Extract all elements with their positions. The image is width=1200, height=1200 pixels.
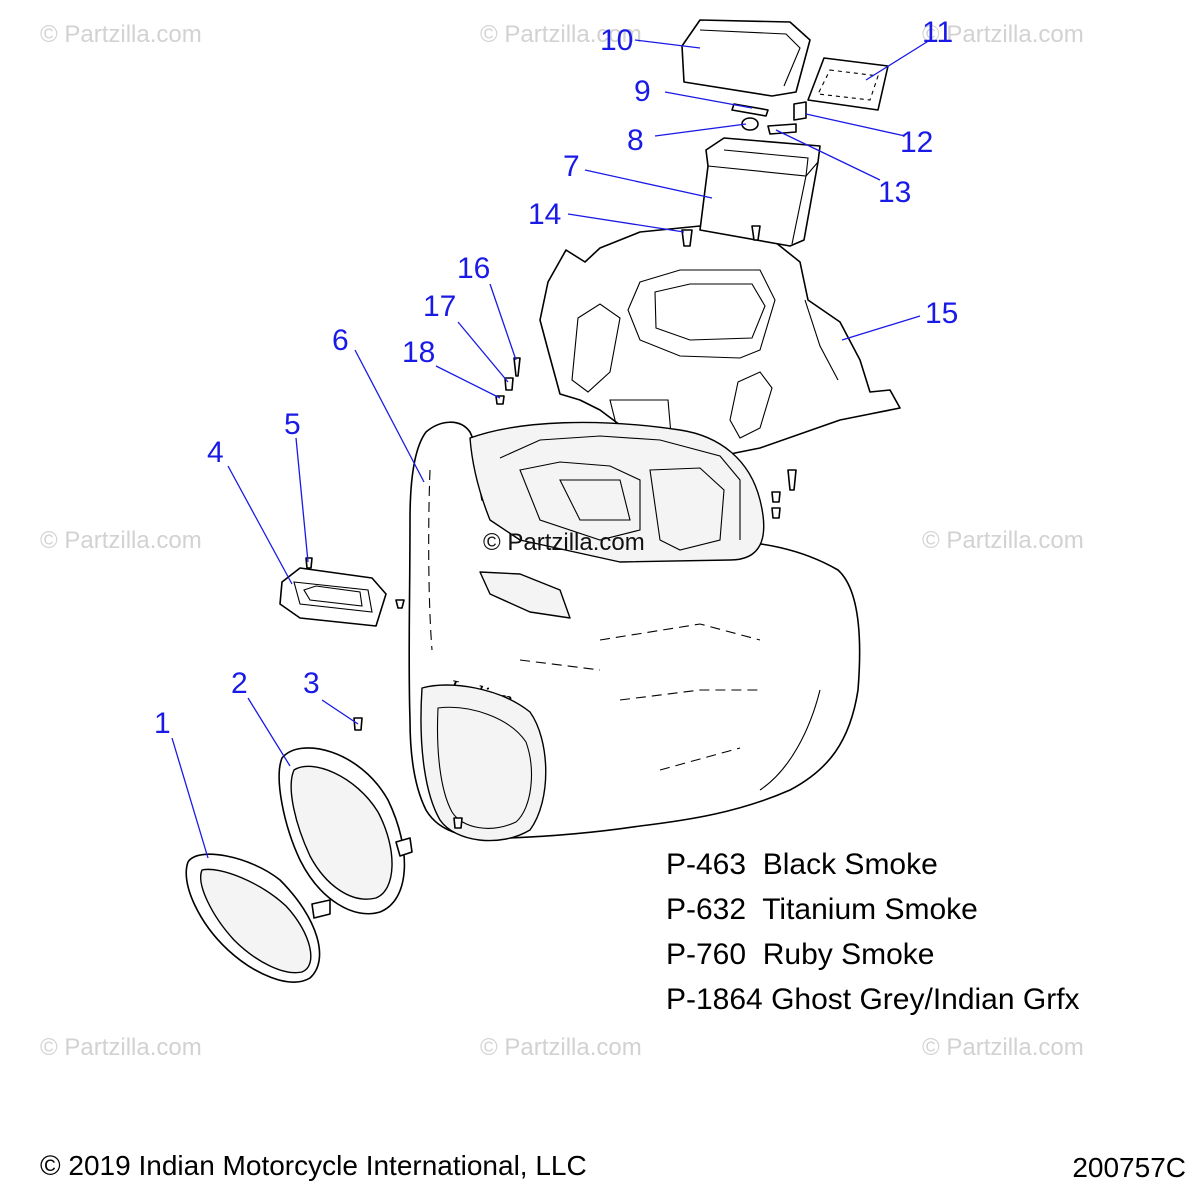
storage-box <box>699 137 821 247</box>
callout-14: 14 <box>528 198 561 231</box>
inner-fairing-panel <box>539 225 901 479</box>
paint-name: Titanium Smoke <box>762 893 978 926</box>
paint-name: Black Smoke <box>762 848 938 881</box>
callout-9: 9 <box>634 75 651 108</box>
hardware <box>305 101 807 829</box>
callout-13: 13 <box>878 176 911 209</box>
callout-16: 16 <box>457 252 490 285</box>
paint-code-row: P-760 Ruby Smoke <box>666 932 1080 977</box>
callout-12: 12 <box>900 126 933 159</box>
paint-code-row: P-463 Black Smoke <box>666 842 1080 887</box>
callout-7: 7 <box>563 150 580 183</box>
inner-headlight-trim <box>278 747 413 915</box>
paint-code: P-463 <box>666 848 747 881</box>
leader-lines <box>171 39 931 859</box>
light-housing <box>279 567 387 627</box>
copyright-notice: © 2019 Indian Motorcycle International, … <box>40 1150 587 1181</box>
watermark: © Partzilla.com <box>480 21 642 48</box>
watermark: © Partzilla.com <box>40 1034 202 1061</box>
callout-3: 3 <box>303 667 320 700</box>
drawing-number: 200757C <box>1072 1152 1186 1183</box>
callout-4: 4 <box>207 436 224 469</box>
paint-code-row: P-632 Titanium Smoke <box>666 887 1080 932</box>
watermark: © Partzilla.com <box>40 527 202 554</box>
watermarks: © Partzilla.com © Partzilla.com © Partzi… <box>40 21 1084 1061</box>
paint-code: P-1864 <box>666 983 763 1016</box>
watermark: © Partzilla.com <box>480 1034 642 1061</box>
watermark: © Partzilla.com <box>922 1034 1084 1061</box>
callout-17: 17 <box>423 290 456 323</box>
callout-2: 2 <box>231 667 248 700</box>
callout-15: 15 <box>925 297 958 330</box>
paint-code: P-632 <box>666 893 747 926</box>
storage-lid <box>681 19 811 97</box>
callout-11: 11 <box>922 16 953 49</box>
callout-8: 8 <box>627 124 644 157</box>
paint-name: Ghost Grey/Indian Grfx <box>771 983 1080 1016</box>
paint-code-row: P-1864 Ghost Grey/Indian Grfx <box>666 977 1080 1022</box>
watermark: © Partzilla.com <box>40 21 202 48</box>
outer-headlight-trim <box>185 853 331 983</box>
paint-code-list: P-463 Black Smoke P-632 Titanium Smoke P… <box>666 842 1080 1022</box>
watermark: © Partzilla.com <box>922 527 1084 554</box>
lid-decal <box>807 57 889 111</box>
callout-18: 18 <box>402 336 435 369</box>
center-watermark: © Partzilla.com <box>483 529 645 556</box>
watermark: © Partzilla.com <box>922 21 1084 48</box>
paint-code: P-760 <box>666 938 747 971</box>
callout-10: 10 <box>600 24 633 57</box>
callout-1: 1 <box>154 707 171 740</box>
paint-name: Ruby Smoke <box>762 938 935 971</box>
callout-6: 6 <box>332 324 349 357</box>
callouts: 10 11 9 8 12 13 7 14 15 16 17 18 6 5 4 3… <box>154 16 958 740</box>
outer-fairing: Indian <box>408 421 861 842</box>
callout-5: 5 <box>284 408 301 441</box>
